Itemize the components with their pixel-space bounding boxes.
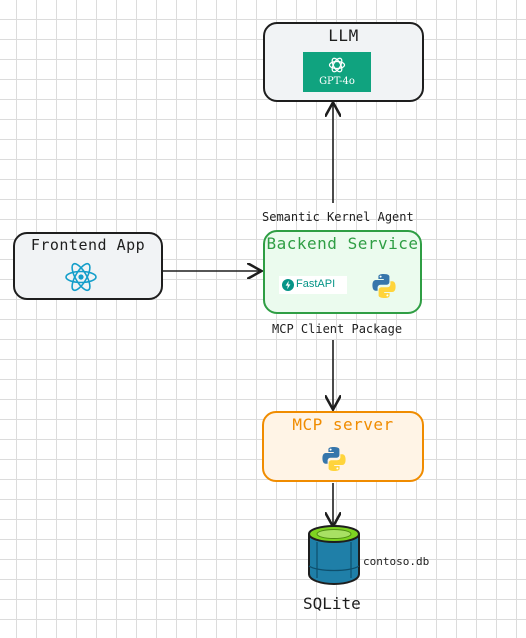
react-icon xyxy=(65,262,97,292)
caption-client-package: MCP Client Package xyxy=(272,322,403,336)
backend-title: Backend Service xyxy=(266,234,419,253)
openai-icon xyxy=(328,57,346,73)
backend-node: Backend Service FastAPI xyxy=(263,230,422,314)
llm-node: LLM GPT-4o xyxy=(263,22,424,102)
python-icon xyxy=(322,447,346,471)
python-icon xyxy=(372,274,396,298)
fastapi-icon xyxy=(282,279,294,291)
caption-agent: Semantic Kernel Agent xyxy=(262,210,414,224)
gpt-badge: GPT-4o xyxy=(303,52,371,92)
llm-title: LLM xyxy=(328,26,359,45)
database-file-label: contoso.db xyxy=(363,555,430,568)
database-cylinder-icon xyxy=(308,525,360,586)
mcp-server-title: MCP server xyxy=(292,415,394,434)
frontend-node: Frontend App xyxy=(13,232,163,300)
fastapi-label: FastAPI xyxy=(296,278,336,290)
gpt-badge-label: GPT-4o xyxy=(319,76,355,87)
mcp-server-node: MCP server xyxy=(262,411,424,482)
database-title: SQLite xyxy=(303,594,361,613)
fastapi-logo: FastAPI xyxy=(279,276,347,294)
frontend-title: Frontend App xyxy=(30,236,146,254)
